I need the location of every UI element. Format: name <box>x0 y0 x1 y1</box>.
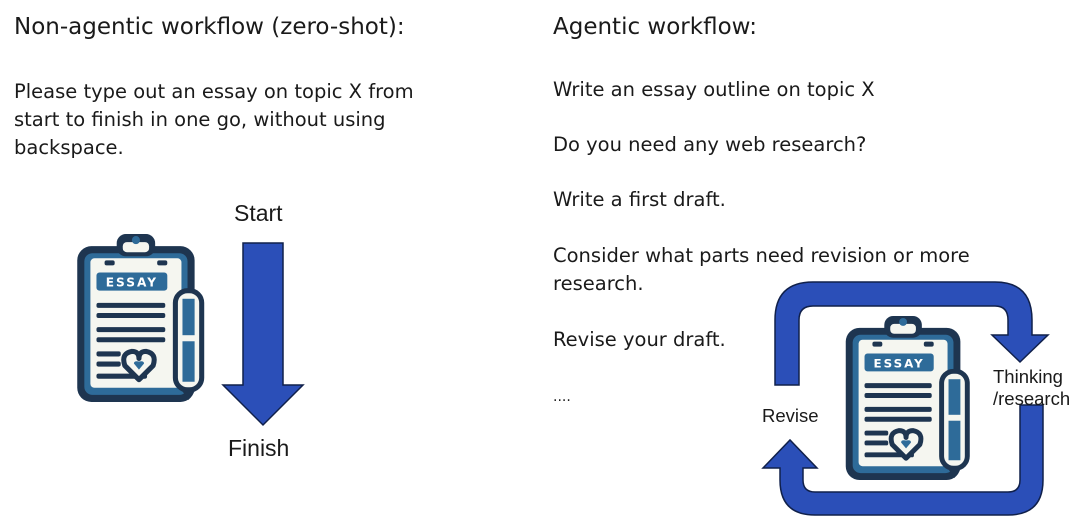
essay-text: ESSAY <box>874 356 925 370</box>
research-label-line: /research <box>993 388 1071 409</box>
step-4-cont: research. <box>553 272 644 295</box>
prompt-line: backspace. <box>14 136 124 159</box>
essay-clipboard-icon: ESSAY <box>845 315 970 481</box>
essay-clipboard-icon: ESSAY <box>77 234 205 402</box>
thinking-arrow-icon <box>774 281 1050 386</box>
essay-text: ESSAY <box>106 276 158 290</box>
prompt-line: start to finish in one go, without using <box>14 108 386 131</box>
non-agentic-title: Non-agentic workflow (zero-shot): <box>14 14 405 40</box>
thinking-label-line: Thinking <box>993 366 1063 387</box>
step-2: Do you need any web research? <box>553 133 867 156</box>
finish-label: Finish <box>228 435 290 461</box>
start-label: Start <box>234 200 283 226</box>
thinking-label: Thinking /research <box>993 366 1070 410</box>
step-4: Consider what parts need revision or mor… <box>553 244 970 267</box>
step-ellipsis: .... <box>553 389 571 405</box>
step-1: Write an essay outline on topic X <box>553 78 875 101</box>
step-3: Write a first draft. <box>553 188 726 211</box>
step-5: Revise your draft. <box>553 328 726 351</box>
non-agentic-prompt: Please type out an essay on topic X from… <box>14 78 414 162</box>
agentic-title: Agentic workflow: <box>553 14 757 40</box>
revise-arrow-icon <box>761 404 1044 516</box>
revise-label: Revise <box>762 405 819 426</box>
prompt-line: Please type out an essay on topic X from <box>14 80 414 103</box>
